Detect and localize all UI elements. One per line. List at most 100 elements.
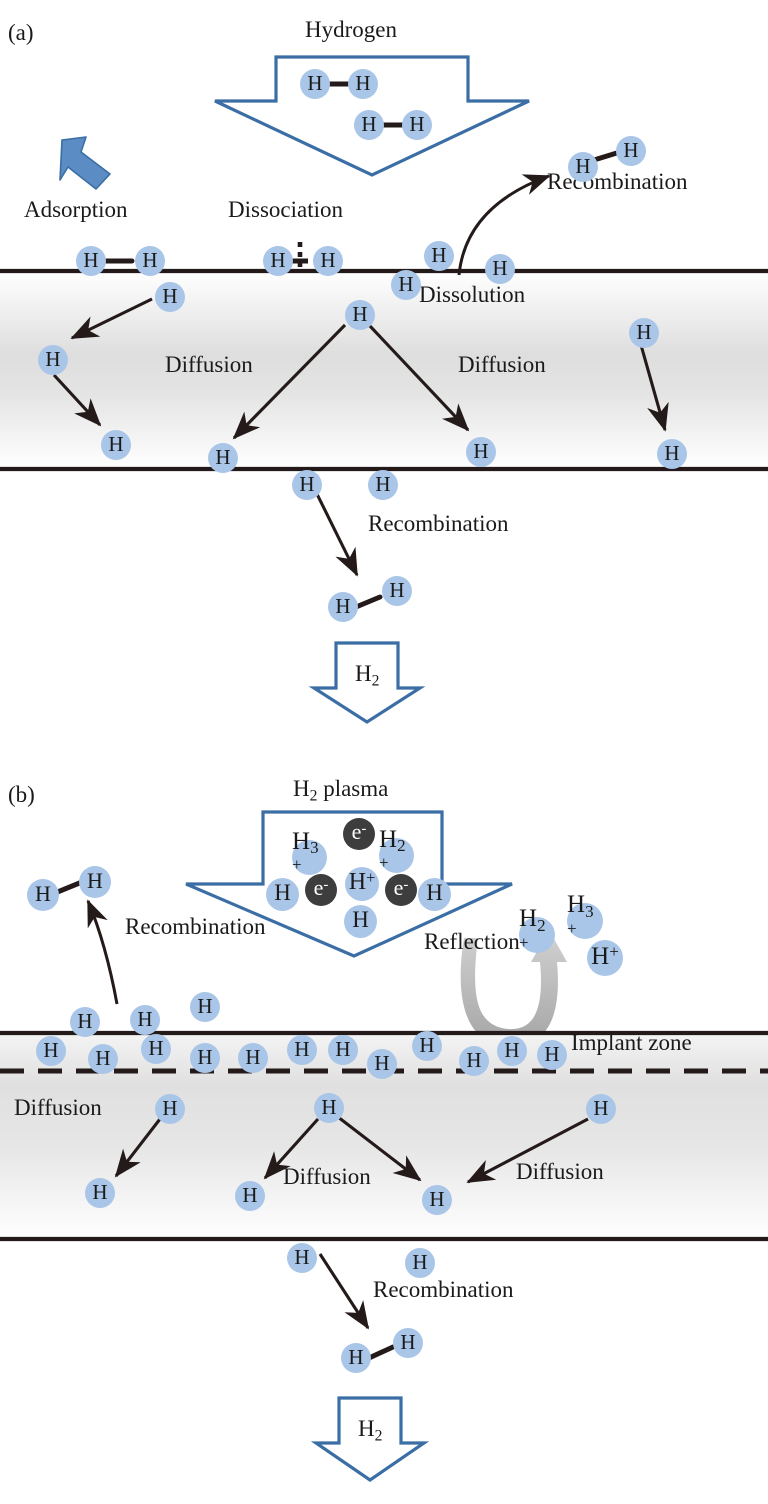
adsorption-arrow [59, 136, 111, 190]
hydrogen-atom: H [263, 246, 293, 276]
hydrogen-atom: H [27, 879, 59, 911]
h2-outflow-arrow-b [310, 1396, 430, 1482]
h2-outflow-arrow-a [308, 641, 426, 724]
implanted-hydrogen-atom: H [287, 1035, 317, 1065]
recombination-curve-b [86, 899, 119, 1005]
hydrogen-atom: H [422, 1185, 452, 1215]
implant-zone-label: Implant zone [571, 1030, 692, 1055]
diffusion-label-a-right: Diffusion [458, 352, 546, 377]
dissolution-label: Dissolution [419, 282, 526, 307]
hydrogen-atom: H [314, 1093, 344, 1123]
hydrogen-atom: H [466, 437, 496, 467]
panel-a-label: (a) [8, 20, 34, 45]
implanted-hydrogen-atom: H [190, 1043, 220, 1073]
implanted-hydrogen-atom: H [459, 1046, 489, 1076]
hydrogen-atom: H [300, 69, 330, 99]
plasma-species: H3+ [292, 829, 327, 875]
hydrogen-atom: H [130, 1005, 160, 1035]
hydrogen-atom: H [368, 470, 398, 500]
hydrogen-atom: H [393, 1328, 423, 1358]
implanted-hydrogen-atom: H [412, 1031, 442, 1061]
plasma-species: H [344, 905, 377, 938]
plasma-species: H2+ [379, 827, 414, 873]
recombination-label-b-top: Recombination [125, 914, 266, 939]
reflection-label: Reflection [424, 929, 520, 954]
adsorption-label: Adsorption [24, 197, 128, 222]
hydrogen-atom: H [85, 1178, 115, 1208]
implanted-hydrogen-atom: H [497, 1036, 527, 1066]
recombined-molecule-bond-b [52, 879, 85, 896]
recombination-label-a-top: Recombination [547, 169, 688, 194]
hydrogen-atom: H [79, 866, 111, 898]
diffusion-label-b-mid: Diffusion [283, 1164, 371, 1189]
hydrogen-atom: H [328, 592, 358, 622]
dissociation-label: Dissociation [228, 197, 343, 222]
hydrogen-atom: H [287, 1243, 317, 1273]
h2-label-a-base: H [355, 661, 372, 686]
hydrogen-atom: H [235, 1181, 265, 1211]
plasma-label-base: H [293, 776, 310, 801]
reflected-ion: H+ [587, 940, 623, 976]
hydrogen-atom: H [292, 470, 322, 500]
implanted-hydrogen-atom: H [141, 1034, 171, 1064]
implanted-hydrogen-atom: H [88, 1044, 118, 1074]
exit-molecule-bond-b [366, 1344, 396, 1361]
hydrogen-atom: H [354, 110, 384, 140]
plasma-species: H [266, 878, 299, 911]
diffusion-label-b-left: Diffusion [14, 1095, 102, 1120]
reflection-arrow [460, 930, 567, 1047]
hydrogen-atom: H [348, 69, 378, 99]
hydrogen-label: Hydrogen [305, 17, 397, 42]
plasma-label: H2 plasma [293, 777, 388, 804]
hydrogen-atom: H [101, 430, 131, 460]
plasma-label-tail: plasma [317, 776, 389, 801]
reflected-ion: H3+ [567, 892, 603, 939]
plasma-species: H+ [345, 867, 379, 901]
hydrogen-atom: H [341, 1343, 371, 1373]
recombination-curve-a [457, 174, 551, 276]
implanted-hydrogen-atom: H [537, 1040, 567, 1070]
hydrogen-atom: H [568, 152, 598, 182]
hydrogen-atom: H [485, 254, 515, 284]
electron-particle: e- [343, 818, 375, 850]
implanted-hydrogen-atom: H [328, 1035, 358, 1065]
recombination-label-a-bottom: Recombination [368, 511, 509, 536]
hydrogen-atom: H [313, 246, 343, 276]
hydrogen-atom: H [616, 136, 646, 166]
hydrogen-atom: H [402, 110, 432, 140]
h2-label-a: H2 [355, 662, 379, 689]
h2-label-b-sub: 2 [374, 1427, 383, 1445]
hydrogen-atom: H [657, 439, 687, 469]
diffusion-label-b-right: Diffusion [516, 1159, 604, 1184]
recombination-arrow-b [318, 1253, 370, 1330]
recombination-arrow-a [313, 489, 359, 577]
hydrogen-atom: H [586, 1094, 616, 1124]
diffusion-arrows-b [114, 1115, 589, 1184]
hydrogen-atom: H [190, 992, 220, 1022]
h2-label-b-base: H [358, 1416, 375, 1441]
hydrogen-atom: H [345, 300, 375, 330]
plasma-label-sub: 2 [309, 787, 318, 805]
implanted-hydrogen-atom: H [367, 1049, 397, 1079]
diffusion-arrows-a [52, 297, 669, 440]
reflected-ion: H2+ [519, 906, 555, 953]
hydrogen-atom: H [382, 576, 412, 606]
recombination-label-b-bottom: Recombination [373, 1277, 514, 1302]
hydrogen-atom: H [405, 1248, 435, 1278]
h2-label-b: H2 [358, 1417, 382, 1444]
hydrogen-atom: H [629, 318, 659, 348]
hydrogen-atom: H [155, 1094, 185, 1124]
diffusion-label-a-left: Diffusion [165, 352, 253, 377]
h2-label-a-sub: 2 [371, 672, 380, 690]
hydrogen-atom: H [391, 270, 421, 300]
implanted-hydrogen-atom: H [238, 1043, 268, 1073]
hydrogen-atom: H [208, 443, 238, 473]
hydrogen-atom: H [424, 241, 454, 271]
hydrogen-atom: H [155, 282, 185, 312]
hydrogen-atom: H [38, 345, 68, 375]
electron-particle: e- [385, 874, 417, 906]
hydrogen-atom: H [135, 246, 165, 276]
hydrogen-atom: H [70, 1007, 100, 1037]
electron-particle: e- [305, 874, 337, 906]
